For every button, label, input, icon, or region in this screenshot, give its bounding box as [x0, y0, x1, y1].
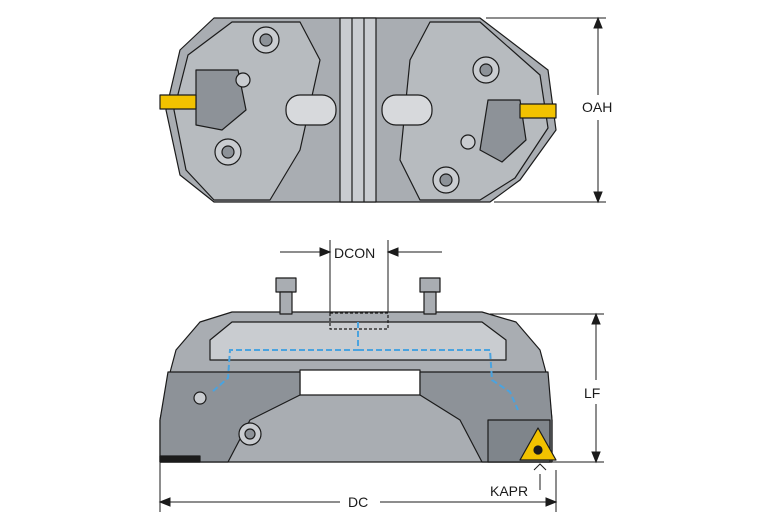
screw-5 — [235, 72, 251, 88]
top-view — [159, 17, 557, 203]
coolant-channel — [211, 322, 519, 411]
dcon-label: DCON — [334, 245, 375, 261]
top-view-left-slot — [285, 94, 337, 126]
screw-6 — [460, 134, 476, 150]
dcon-dimension — [280, 240, 442, 312]
dc-label: DC — [348, 494, 368, 510]
lf-dimension — [490, 312, 604, 464]
side-pin-left — [193, 391, 207, 405]
side-view — [159, 277, 557, 463]
top-view-center-slot — [339, 17, 377, 203]
lf-label: LF — [584, 385, 600, 401]
top-view-left-clamp — [195, 69, 247, 131]
dc-dimension — [158, 462, 558, 512]
kapr-dimension — [530, 461, 566, 490]
top-view-screws — [214, 26, 500, 194]
top-view-right-slot — [381, 94, 433, 126]
side-view-insert — [519, 427, 557, 461]
dcon-bore — [329, 312, 389, 330]
side-view-bridge — [299, 369, 421, 396]
oah-dimension — [486, 16, 606, 204]
top-view-left-insert — [159, 94, 197, 110]
side-view-left-insert — [159, 455, 201, 463]
side-view-top-screws — [275, 277, 441, 315]
top-screw-right — [419, 277, 441, 293]
top-view-left-pocket — [173, 21, 321, 201]
top-view-right-insert — [519, 103, 557, 119]
kapr-label: KAPR — [490, 483, 528, 499]
top-screw-left — [275, 277, 297, 293]
oah-label: OAH — [582, 99, 612, 115]
top-view-right-clamp — [479, 99, 527, 163]
